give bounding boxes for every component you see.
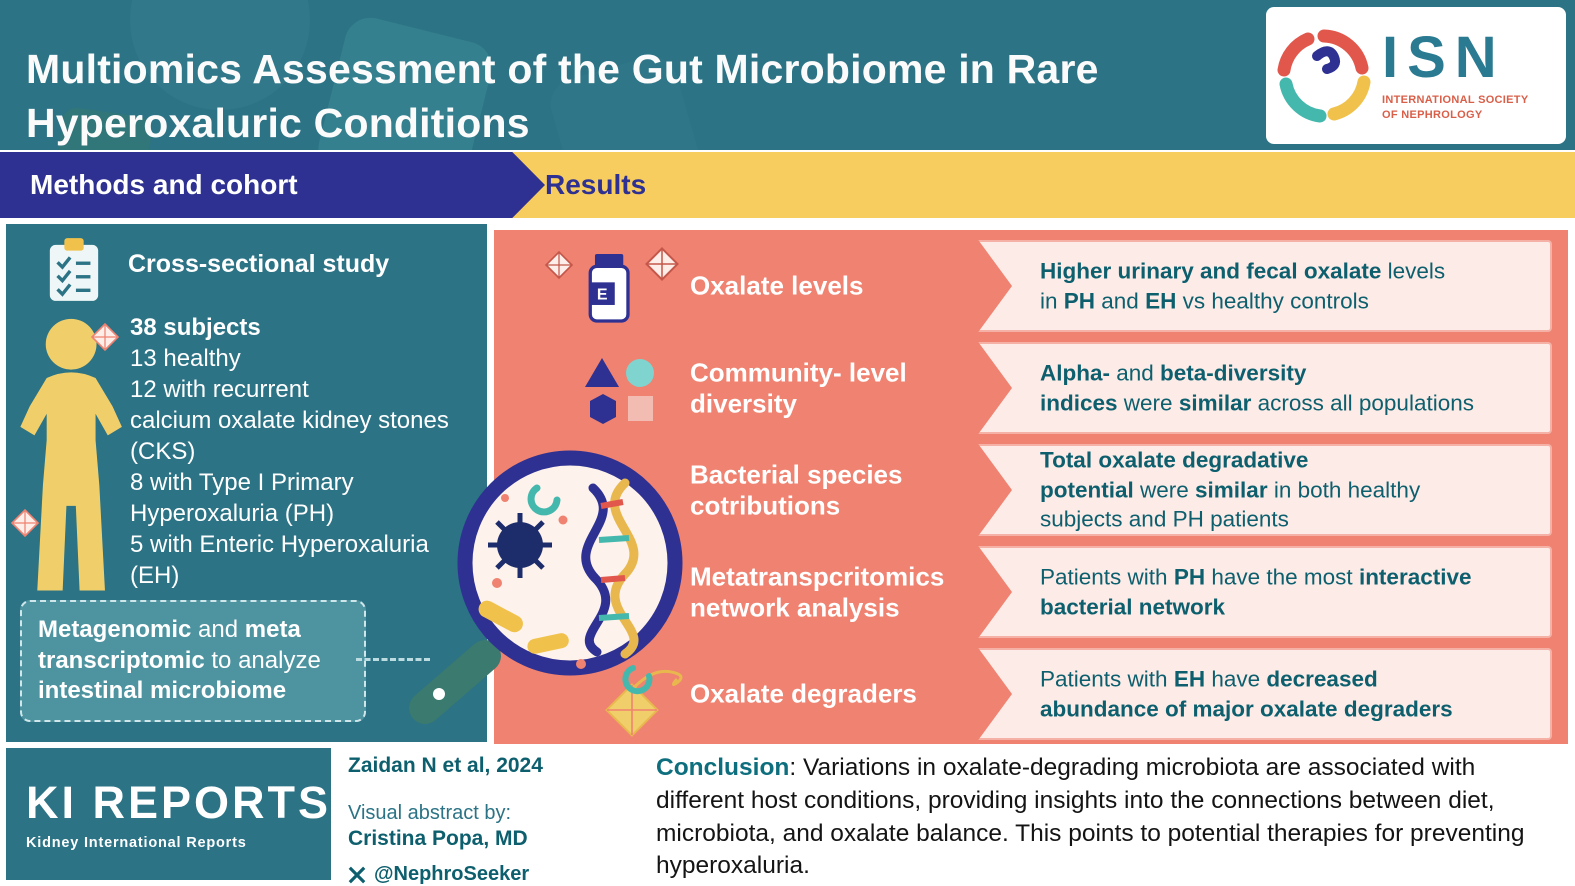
ki-reports-subtitle: Kidney International Reports: [26, 835, 247, 851]
tab-methods-and-cohort[interactable]: Methods and cohort: [0, 152, 545, 218]
oxalate-crystal-icon: [90, 322, 120, 352]
result-text: Patients with EH have decreased abundanc…: [1040, 666, 1453, 721]
tab-results-label: Results: [545, 169, 647, 200]
header: Multiomics Assessment of the Gut Microbi…: [0, 0, 1575, 150]
page-title: Multiomics Assessment of the Gut Microbi…: [26, 46, 1099, 146]
tab-results[interactable]: Results: [545, 152, 646, 218]
kite-icon: [605, 669, 683, 737]
magnifier-illustration: [385, 428, 705, 733]
svg-text:E: E: [597, 285, 608, 303]
section-tab-bar: Methods and cohort Results: [0, 152, 1575, 218]
result-title: Bacterial species cotributions: [690, 459, 903, 520]
person-icon: [20, 318, 122, 591]
twitter-handle-text: @NephroSeeker: [374, 863, 530, 885]
isn-logo: ISN INTERNATIONAL SOCIETY OF NEPHROLOGY: [1266, 7, 1566, 144]
x-twitter-icon: [348, 866, 366, 883]
analysis-methods-box: Metagenomic and meta transcriptomic to a…: [20, 600, 366, 723]
result-row-oxalate-levels: E Oxalate levels Higher urinary and feca…: [530, 240, 1552, 332]
conclusion-text: Conclusion: Variations in oxalate-degrad…: [656, 752, 1561, 883]
twitter-handle[interactable]: @NephroSeeker: [348, 863, 648, 886]
isn-acronym: ISN: [1382, 25, 1506, 91]
conclusion-label: Conclusion: [656, 754, 790, 781]
result-text: Alpha- and beta-diversity indices were s…: [1040, 360, 1474, 415]
visual-abstract-label: Visual abstract by:: [348, 802, 512, 824]
oxalate-crystal-icon: [10, 508, 40, 538]
dashed-connector-line: [356, 658, 430, 661]
magnifier-microbiome-icon: [409, 450, 683, 724]
isn-logo-icon: [1277, 29, 1371, 122]
author-name: Cristina Popa, MD: [348, 827, 528, 850]
result-title: Oxalate degraders: [690, 678, 917, 709]
diversity-shapes-icon: [585, 358, 654, 424]
checklist-clipboard-icon: [49, 238, 99, 301]
tab-methods-label: Methods and cohort: [30, 169, 298, 200]
cohort-description: 38 subjects 13 healthy 12 with recurrent…: [130, 314, 449, 589]
ki-reports-logo: KI REPORTS Kidney International Reports: [6, 748, 331, 880]
oxalate-crystal-icon: [544, 250, 574, 280]
result-title: Metatranspcritomics network analysis: [690, 561, 945, 622]
result-title: Community- level diversity: [690, 357, 907, 418]
result-row-community-diversity: Community- level diversity Alpha- and be…: [530, 342, 1552, 434]
result-row-oxalate-degraders: Oxalate degraders Patients with EH have …: [530, 648, 1552, 740]
citation: Zaidan N et al, 2024: [348, 754, 543, 777]
methods-panel: Cross-sectional study 38 subjects 13 hea…: [6, 224, 487, 742]
results-panel: E Oxalate levels Higher urinary and feca…: [494, 230, 1568, 744]
conclusion-body: : Variations in oxalate-degrading microb…: [656, 754, 1525, 880]
result-title: Oxalate levels: [690, 270, 864, 301]
oxalate-crystal-icon: [645, 247, 679, 281]
credits-block: Zaidan N et al, 2024 Visual abstract by:…: [348, 754, 648, 886]
study-type-label: Cross-sectional study: [128, 250, 390, 278]
result-text: Patients with PH have the most interacti…: [1040, 564, 1472, 619]
result-text: Higher urinary and fecal oxalate levels …: [1040, 258, 1446, 313]
isn-tagline: INTERNATIONAL SOCIETY OF NEPHROLOGY: [1382, 94, 1529, 121]
ki-reports-title: KI REPORTS: [26, 777, 332, 828]
result-text: Total oxalate degradative potential were…: [1040, 447, 1421, 532]
pill-bottle-icon: E: [588, 254, 630, 323]
